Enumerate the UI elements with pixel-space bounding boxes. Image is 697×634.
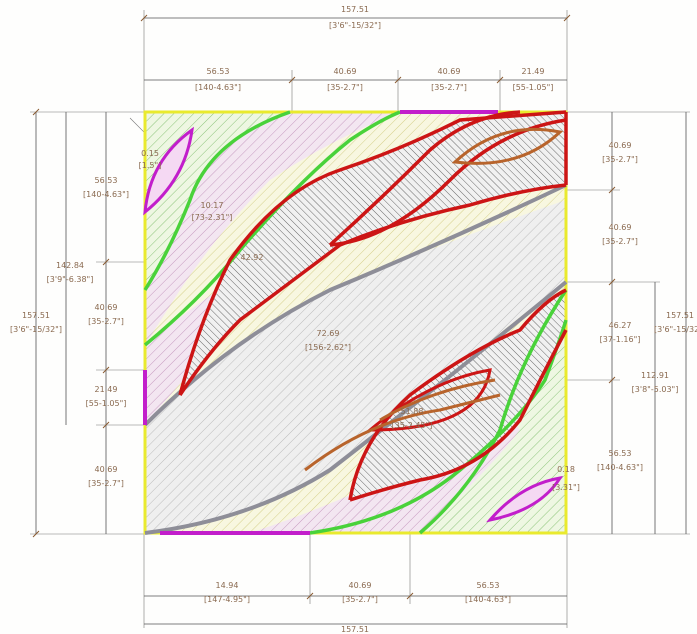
red-curve-lower-outer <box>348 288 567 501</box>
dim-bottom-seg2-value: 40.69 <box>349 581 372 590</box>
dim-top-seg2-value: 40.69 <box>334 67 357 76</box>
dim-bottom-seg3-value: 56.53 <box>477 581 500 590</box>
dim-right-d-sub: [3'8"-5.03"] <box>632 385 679 394</box>
dim-right-e-sub: [140-4.63"] <box>597 463 643 472</box>
dim-top-seg1-sub: [140-4.63"] <box>195 83 241 92</box>
dim-left-overall-sub: [3'6"-15/32"] <box>10 325 62 334</box>
dim-top-seg2-sub: [35-2.7"] <box>327 83 363 92</box>
dim-bottom-seg1-sub: [147-4.95"] <box>204 595 250 604</box>
magenta-leaf-top-left <box>143 126 194 216</box>
gray-curve-upper <box>143 183 567 427</box>
dark-lobe-lower <box>350 290 566 500</box>
tile-curves <box>143 110 568 535</box>
dim-left-e-sub: [35-2.7"] <box>88 479 124 488</box>
dim-top-seg1-value: 56.53 <box>207 67 230 76</box>
dim-top-seg4-value: 21.49 <box>522 67 545 76</box>
dim-right-a-sub: [35-2.7"] <box>602 155 638 164</box>
dim-left-c-value: 40.69 <box>95 303 118 312</box>
dim-corner-tl-sub: [1.5"] <box>139 161 162 170</box>
dim-center-sub: [156-2.62"] <box>305 343 351 352</box>
dim-right-b-value: 40.69 <box>609 223 632 232</box>
dim-left-b-sub: [3'9"-6.38"] <box>47 275 94 284</box>
dim-top-seg3-sub: [35-2.7"] <box>431 83 467 92</box>
green-curve-bottom-right <box>418 289 568 535</box>
dim-right-c-sub: [37-1.16"] <box>600 335 641 344</box>
dim-leaf-sub: [35-2.45"] <box>392 421 433 430</box>
magenta-region-top-left <box>145 112 400 345</box>
dim-left-d-sub: [55-1.05"] <box>86 399 127 408</box>
green-curve-top-left <box>143 110 291 291</box>
tile-regions <box>145 112 566 533</box>
dim-right-overall-value: 157.51 <box>666 311 694 320</box>
dim-left-a-value: 56.53 <box>95 176 118 185</box>
dim-left-overall-value: 157.51 <box>22 311 50 320</box>
dim-bottom-seg2-sub: [35-2.7"] <box>342 595 378 604</box>
red-leaf-center-lower <box>365 368 492 432</box>
red-curve-upper-outer <box>178 110 567 396</box>
dim-top-overall-value: 157.51 <box>341 5 369 14</box>
dim-corner-tl-value: 0.15 <box>141 149 159 158</box>
dim-top-seg4-sub: [55-1.05"] <box>513 83 554 92</box>
gray-diagonal-region <box>145 200 566 533</box>
dim-left-e-value: 40.69 <box>95 465 118 474</box>
dim-center-value: 72.69 <box>317 329 340 338</box>
green-region-bottom-right <box>420 290 566 533</box>
dim-diag1-sub: [73-2.31"] <box>192 213 233 222</box>
dim-leaf-value: 51.88 <box>401 407 424 416</box>
dim-right-e-value: 56.53 <box>609 449 632 458</box>
dim-right-d-value: 112.91 <box>641 371 669 380</box>
dim-left-c-sub: [35-2.7"] <box>88 317 124 326</box>
dim-left-b-value: 142.84 <box>56 261 84 270</box>
magenta-leaf-bottom-right <box>486 475 564 523</box>
dim-top-overall-sub: [3'6"-15/32"] <box>329 21 381 30</box>
dim-corner-br-value: 0.18 <box>557 465 575 474</box>
dim-diag1-value: 10.17 <box>201 201 224 210</box>
dim-corner-br-sub: [3.31"] <box>552 483 580 492</box>
dimension-labels: 157.51 [3'6"-15/32"] 56.53 [140-4.63"] 4… <box>10 5 697 634</box>
dim-right-b-sub: [35-2.7"] <box>602 237 638 246</box>
dim-right-a-value: 40.69 <box>609 141 632 150</box>
dim-left-d-value: 21.49 <box>95 385 118 394</box>
red-curve-lower-inner <box>349 329 568 502</box>
brown-leaf-upper <box>451 127 564 165</box>
dim-bottom-seg1-value: 14.94 <box>216 581 239 590</box>
brown-curve-lower-b <box>304 393 501 472</box>
dim-left-a-sub: [140-4.63"] <box>83 190 129 199</box>
dim-diag2-value: 42.92 <box>241 253 264 262</box>
dim-top-seg3-value: 40.69 <box>438 67 461 76</box>
red-curve-upper-leaf-a <box>328 110 521 247</box>
dim-right-overall-sub: [3'6"-15/32"] <box>654 325 697 334</box>
dim-right-c-value: 46.27 <box>609 321 632 330</box>
dim-bottom-overall-value: 157.51 <box>341 625 369 634</box>
dim-bottom-seg3-sub: [140-4.63"] <box>465 595 511 604</box>
brown-curve-lower-a <box>379 378 496 422</box>
dark-lobe-upper <box>180 112 566 395</box>
